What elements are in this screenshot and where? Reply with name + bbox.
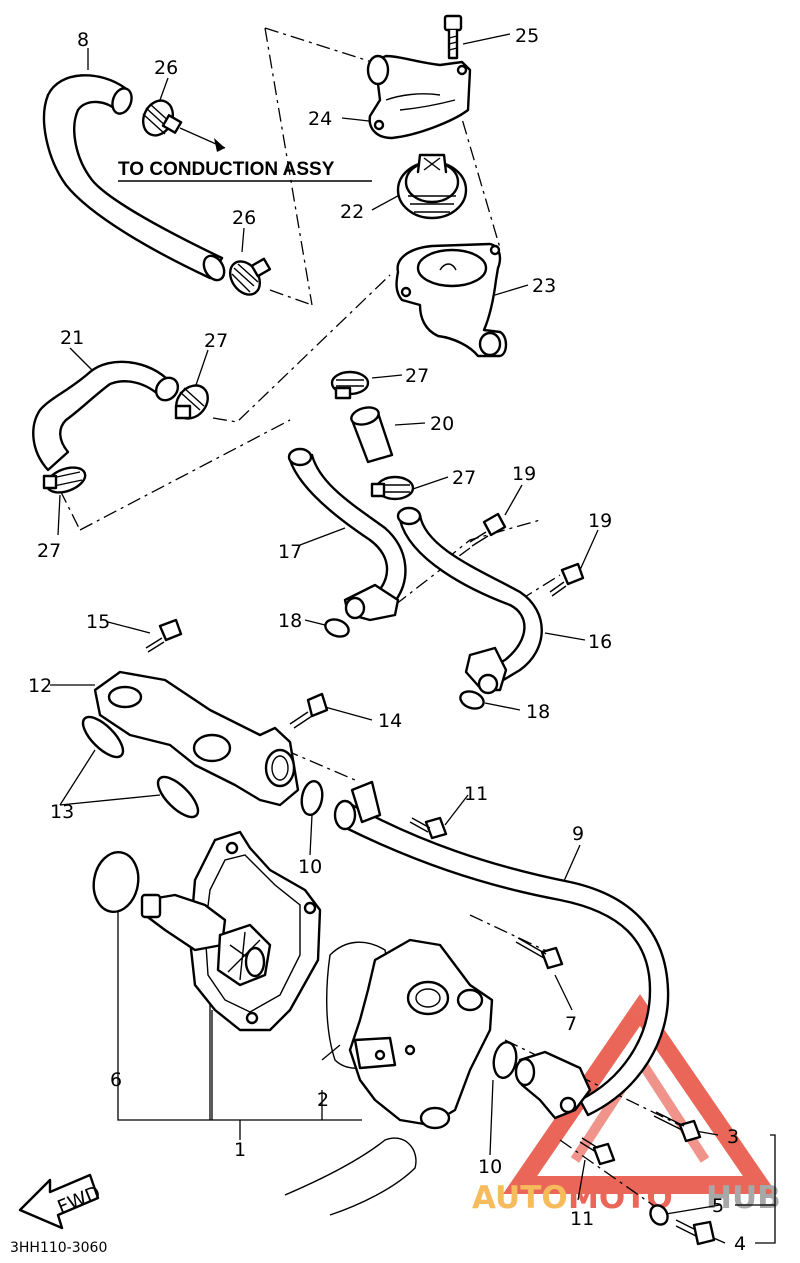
- part-4-bolt: [675, 1219, 716, 1246]
- part-12-water-pipe: [93, 670, 300, 807]
- label-23: 23: [532, 275, 556, 297]
- part-5-washer: [649, 1204, 669, 1226]
- label-19a: 19: [512, 463, 536, 485]
- part-10-oring-b: [492, 1040, 518, 1080]
- part-27-clamp-a: [174, 384, 209, 420]
- part-21-hose: [32, 360, 180, 472]
- watermark-logo: AUTO MOTO HUB: [472, 994, 781, 1216]
- label-10b: 10: [478, 1156, 502, 1178]
- label-8: 8: [77, 29, 89, 51]
- watermark-auto: AUTO: [472, 1180, 568, 1216]
- part-14-bolt: [289, 692, 329, 729]
- part-22-thermostat: [396, 153, 468, 220]
- part-25-bolt: [443, 14, 463, 60]
- label-26b: 26: [232, 207, 256, 229]
- part-16-pipe: [396, 506, 543, 695]
- part-26-clamp-lower: [228, 257, 272, 296]
- label-16: 16: [588, 631, 612, 653]
- watermark-hub: HUB: [706, 1180, 781, 1216]
- part-8-hose: [42, 74, 226, 282]
- label-24: 24: [308, 108, 332, 130]
- label-2: 2: [317, 1089, 329, 1111]
- label-27a: 27: [204, 330, 228, 352]
- part-impeller-shaft: [140, 893, 272, 987]
- label-27c: 27: [405, 365, 429, 387]
- part-24-thermostat-cover: [366, 54, 472, 140]
- part-3-bolt: [653, 1111, 702, 1143]
- part-13-oring-b: [156, 775, 200, 819]
- label-13: 13: [50, 801, 74, 823]
- label-4: 4: [734, 1233, 746, 1255]
- label-15: 15: [86, 611, 110, 633]
- part-27-clamp-d: [370, 475, 415, 501]
- label-20: 20: [430, 413, 454, 435]
- part-hose-fragment: [284, 1137, 417, 1216]
- part-18-oring-b: [459, 690, 485, 710]
- label-10a: 10: [298, 856, 322, 878]
- label-9: 9: [572, 823, 584, 845]
- fwd-arrow-icon: FWD: [18, 1173, 104, 1230]
- part-18-oring-a: [324, 618, 350, 638]
- label-21: 21: [60, 327, 84, 349]
- caption-to-conduction-assy: TO CONDUCTION ASSY: [118, 159, 335, 180]
- part-27-clamp-c: [330, 370, 370, 400]
- part-27-clamp-b: [42, 466, 87, 494]
- part-19-bolt-b: [549, 562, 585, 597]
- label-27b: 27: [37, 540, 61, 562]
- label-6: 6: [110, 1069, 122, 1091]
- label-14: 14: [378, 710, 402, 732]
- part-26-clamp-upper: [142, 99, 183, 137]
- part-10-oring-a: [300, 779, 324, 817]
- part-number-labels: 8 26 26 25 24 22 23 21 27 27 20 27 19 19…: [28, 25, 746, 1255]
- label-12: 12: [28, 675, 52, 697]
- label-3: 3: [727, 1126, 739, 1148]
- part-17-pipe: [287, 447, 407, 622]
- label-22: 22: [340, 201, 364, 223]
- label-27d: 27: [452, 467, 476, 489]
- part-pump-housing: [348, 938, 494, 1130]
- label-19b: 19: [588, 510, 612, 532]
- label-18a: 18: [278, 610, 302, 632]
- part-11-bolt-b: [579, 1137, 616, 1166]
- label-17: 17: [278, 541, 302, 563]
- part-9-pipe: [333, 780, 670, 1117]
- part-15-bolt: [145, 618, 183, 653]
- label-18b: 18: [526, 701, 550, 723]
- drawing-code: 3HH110-3060: [10, 1240, 107, 1256]
- label-11b: 11: [570, 1208, 594, 1230]
- part-6-oring: [92, 851, 140, 913]
- part-13-oring-a: [81, 715, 125, 759]
- part-20-tube: [350, 406, 394, 464]
- part-19-bolt-a: [469, 512, 507, 547]
- label-1: 1: [234, 1139, 246, 1161]
- part-7-bolt: [515, 937, 564, 970]
- part-23-thermostat-housing: [395, 242, 508, 358]
- label-5: 5: [712, 1195, 724, 1217]
- part-pipe-fitting: [514, 1050, 592, 1120]
- label-7: 7: [565, 1013, 577, 1035]
- part-11-bolt-a: [409, 816, 448, 840]
- label-11a: 11: [464, 783, 488, 805]
- label-26a: 26: [154, 57, 178, 79]
- label-25: 25: [515, 25, 539, 47]
